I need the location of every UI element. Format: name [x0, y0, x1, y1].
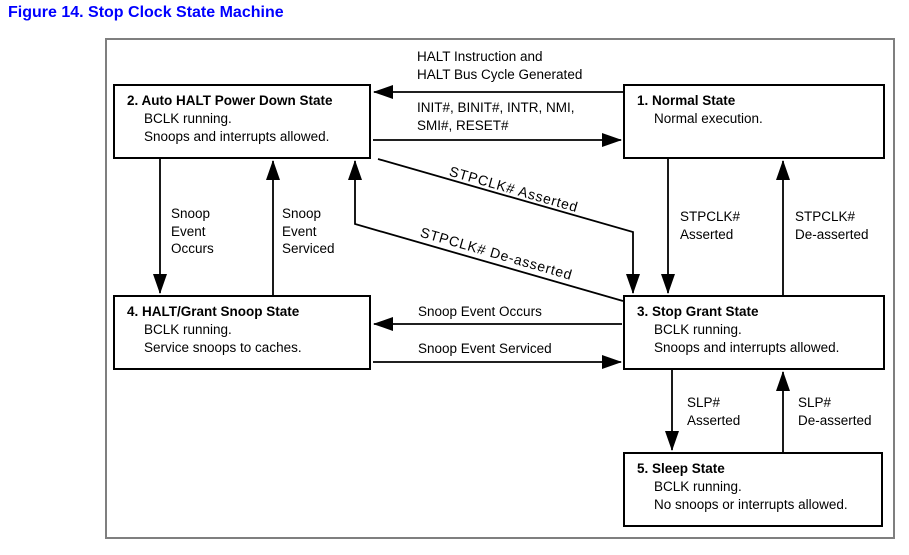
- state-desc-line: BCLK running.: [654, 479, 742, 494]
- label-slp-deasserted: SLP# De-asserted: [798, 395, 872, 428]
- label-halt-instruction: HALT Instruction and HALT Bus Cycle Gene…: [417, 49, 583, 82]
- state-desc-line: BCLK running.: [144, 111, 232, 126]
- state-title: 3. Stop Grant State: [637, 304, 759, 319]
- state-desc-line: BCLK running.: [144, 322, 232, 337]
- state-desc-line: Service snoops to caches.: [144, 340, 302, 355]
- label-slp-asserted: SLP# Asserted: [687, 395, 741, 428]
- state-box-sleep: 5. Sleep State BCLK running. No snoops o…: [623, 452, 883, 527]
- state-desc-line: Normal execution.: [654, 111, 763, 126]
- state-box-normal: 1. Normal State Normal execution.: [623, 84, 885, 159]
- state-desc-line: BCLK running.: [654, 322, 742, 337]
- state-desc-line: Snoops and interrupts allowed.: [144, 129, 330, 144]
- label-init-binit-intr: INIT#, BINIT#, INTR, NMI, SMI#, RESET#: [417, 100, 575, 133]
- state-title: 5. Sleep State: [637, 461, 725, 476]
- state-desc-line: Snoops and interrupts allowed.: [654, 340, 840, 355]
- figure-title: Figure 14. Stop Clock State Machine: [8, 4, 284, 21]
- label-stpclk-asserted-right: STPCLK# Asserted: [680, 209, 741, 242]
- state-title: 1. Normal State: [637, 93, 736, 108]
- state-title: 2. Auto HALT Power Down State: [127, 93, 333, 108]
- state-box-auto-halt-power-down: 2. Auto HALT Power Down State BCLK runni…: [113, 84, 371, 159]
- label-snoop-event-occurs-mid: Snoop Event Occurs: [418, 304, 542, 319]
- label-stpclk-deasserted-right: STPCLK# De-asserted: [795, 209, 869, 242]
- state-box-halt-grant-snoop: 4. HALT/Grant Snoop State BCLK running. …: [113, 295, 371, 370]
- state-box-stop-grant: 3. Stop Grant State BCLK running. Snoops…: [623, 295, 885, 370]
- state-title: 4. HALT/Grant Snoop State: [127, 304, 300, 319]
- label-snoop-event-serviced-mid: Snoop Event Serviced: [418, 341, 552, 356]
- label-snoop-event-occurs-left: Snoop Event Occurs: [171, 206, 214, 256]
- state-desc-line: No snoops or interrupts allowed.: [654, 497, 848, 512]
- label-snoop-event-serviced-left: Snoop Event Serviced: [282, 206, 335, 256]
